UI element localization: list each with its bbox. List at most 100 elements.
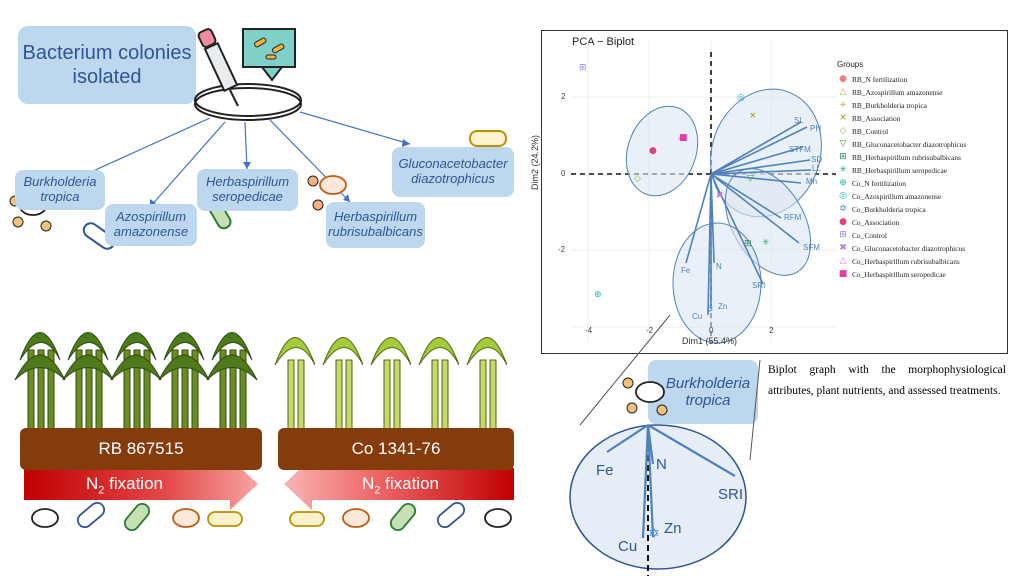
pca-legend: ● RB_N fertilization △RB_Azospirillum amaz… [838,74,1003,282]
svg-text:⊕: ⊕ [594,290,602,300]
legend-symbol-icon: ◎ [839,191,847,201]
svg-text:▽: ▽ [747,174,754,184]
svg-text:×: × [749,111,757,121]
var-stfm: STFM [789,145,811,154]
n2-arrow-left [284,458,514,510]
cluster-ellipse-left [625,105,699,197]
herbaspirillum-rubrisubalbicans-icon [307,175,347,211]
var-sri: SRI [752,281,766,290]
zoom-var-n: N [656,456,667,473]
legend-item: ✳RB_Herbaspirillum seropedicae [838,165,1003,178]
variety-co-label: Co 1341-76 [351,439,441,458]
legend-item: ✡ Co_Burkholderia tropica [838,204,1003,217]
n2-fixation-left-label: N2 fixation [86,474,163,496]
y-tick-3: -2 [558,245,566,254]
legend-item: △RB_Azospirillum amazonense [838,87,1003,100]
x-tick-1: -4 [585,326,593,335]
isolation-title: Bacterium colonies isolated [22,42,192,88]
n2-fixation-left-prefix: N [86,474,99,493]
var-n: N [716,262,722,271]
legend-label: Co_Azospirillum amazonense [852,192,942,201]
var-cu: Cu [692,312,703,321]
legend-item: ▽RB_Gluconacetobacter diazotrophicus [838,139,1003,152]
legend-symbol-icon: △ [839,87,847,97]
legend-title: Groups [837,60,864,69]
zoom-var-sri: SRI [718,486,744,503]
legend-label: RB_Association [852,114,901,123]
label-gluconacetobacter-text: Gluconacetobacter diazotrophicus [398,156,508,186]
zoom-graphics: ✡ [569,314,761,576]
legend-symbol-icon: ■ [838,269,848,279]
svg-text:◎: ◎ [737,93,745,103]
petri-dish-icon [194,83,302,121]
legend-label: RB_Herbaspirillum rubrisubalbicans [852,153,961,162]
y-tick-1: 2 [561,92,566,101]
svg-text:⊞: ⊞ [579,63,587,73]
x-tick-2: -2 [646,326,654,335]
zoom-label: Burkholderia tropica [660,364,756,420]
legend-item: ■Co_Herbaspirillum seropedicae [838,269,1003,282]
legend-label: Co_Gluconacetobacter diazotrophicus [852,244,966,253]
gluconacetobacter-bacterium-icon [469,130,507,147]
bacteria-row-right-icon [289,501,512,532]
legend-symbol-icon: ◇ [839,126,847,136]
x-axis-label: Dim1 (55.4%) [682,336,738,346]
var-sd: SD [811,155,823,164]
legend-label: Co_Burkholderia tropica [852,205,926,214]
isolation-title-box: Bacterium colonies isolated [18,26,196,104]
zoom-var-zn: Zn [664,520,682,537]
bacteria-row-left-icon [31,501,243,532]
label-burkholderia-text: Burkholderia tropica [23,174,97,204]
label-herbaspirillum-seropedicae-text: Herbaspirillum seropedicae [205,174,290,204]
legend-symbol-icon: ⊞ [839,152,847,162]
zoom-loading-arrows [606,424,736,539]
var-fe: Fe [681,266,691,275]
legend-item: ● RB_N fertilization [838,74,1003,87]
var-rfm: RFM [784,213,802,222]
n2-fixation-right-suffix: fixation [380,474,439,493]
label-herbaspirillum-seropedicae: Herbaspirillum seropedicae [197,169,298,211]
label-herbaspirillum-rubrisubalbicans: Herbaspirillum rubrisubalbicans [326,202,425,248]
legend-label: Co_N fertilization [852,179,906,188]
zoom-label-text: Burkholderia tropica [665,374,751,409]
legend-symbol-icon: ● [839,74,847,84]
var-sl: SL [794,116,804,125]
var-sfm: SFM [803,243,820,252]
var-ll: LL [812,164,821,173]
legend-symbol-icon: ✡ [839,204,847,214]
legend-label: RB_N fertilization [852,75,908,84]
svg-text:◇: ◇ [634,174,641,184]
zoom-star-icon: ✡ [648,526,660,542]
n2-fixation-right-prefix: N [362,474,375,493]
legend-label: RB_Gluconacetobacter diazotrophicus [852,140,967,149]
y-axis-label: Dim2 (24.2%) [530,134,540,190]
svg-text:✡: ✡ [706,305,714,315]
variety-rb-label: RB 867515 [98,439,184,458]
legend-label: RB_Herbaspirillum seropedicae [852,166,948,175]
var-zn: Zn [718,302,728,311]
zoom-bacterium-icon [622,377,668,416]
y-tick-2: 0 [561,169,566,178]
sugarcane-field-graphics [14,332,514,532]
pca-plot-area: ⊞ ◎ × △ ■ ● ◇ ▽ ✖ ⊞ ✳ ⊕ ✡ [571,40,836,344]
legend-symbol-icon: × [839,113,847,123]
n2-fixation-right-sub: 2 [374,484,381,497]
label-azospirillum-text: Azospirillum amazonense [113,209,189,239]
legend-symbol-icon: + [839,100,847,110]
soil-rb: RB 867515 [20,428,262,470]
zoom-var-fe: Fe [596,462,614,479]
legend-item: ⊕Co_N fertilization [838,178,1003,191]
svg-text:✖: ✖ [716,191,724,201]
legend-label: RB_Burkholderia tropica [852,101,927,110]
microscope-view-icon [242,28,296,82]
legend-item: × RB_Association [838,113,1003,126]
legend-symbol-icon: ● [839,217,847,227]
light-sugarcane-plants [274,337,508,431]
legend-label: Co_Control [852,231,887,240]
pca-loading-arrows [685,121,812,316]
cluster-ellipse-bottom [672,222,762,344]
zoom-ellipse [569,424,747,570]
pca-observation-points: ⊞ ◎ × △ ■ ● ◇ ▽ ✖ ⊞ ✳ ⊕ ✡ [579,63,770,315]
zoom-var-cu: Cu [618,538,638,555]
x-tick-3: 0 [709,326,714,335]
